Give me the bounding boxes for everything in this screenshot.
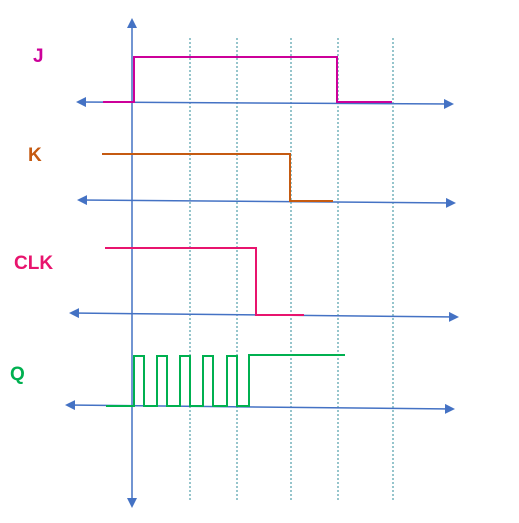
time-gridlines [189, 38, 394, 500]
waveform-j [103, 56, 392, 103]
time-axes [65, 18, 459, 508]
signal-label-k: K [28, 145, 42, 166]
signal-label-q: Q [10, 364, 25, 385]
waveforms [102, 56, 392, 407]
waveform-q [106, 354, 345, 407]
axis-j [76, 97, 454, 109]
waveform-clk [105, 247, 304, 316]
signal-label-j: J [33, 46, 44, 67]
axis-k [77, 195, 456, 208]
signal-label-clk: CLK [14, 253, 54, 274]
waveform-k [102, 153, 333, 202]
